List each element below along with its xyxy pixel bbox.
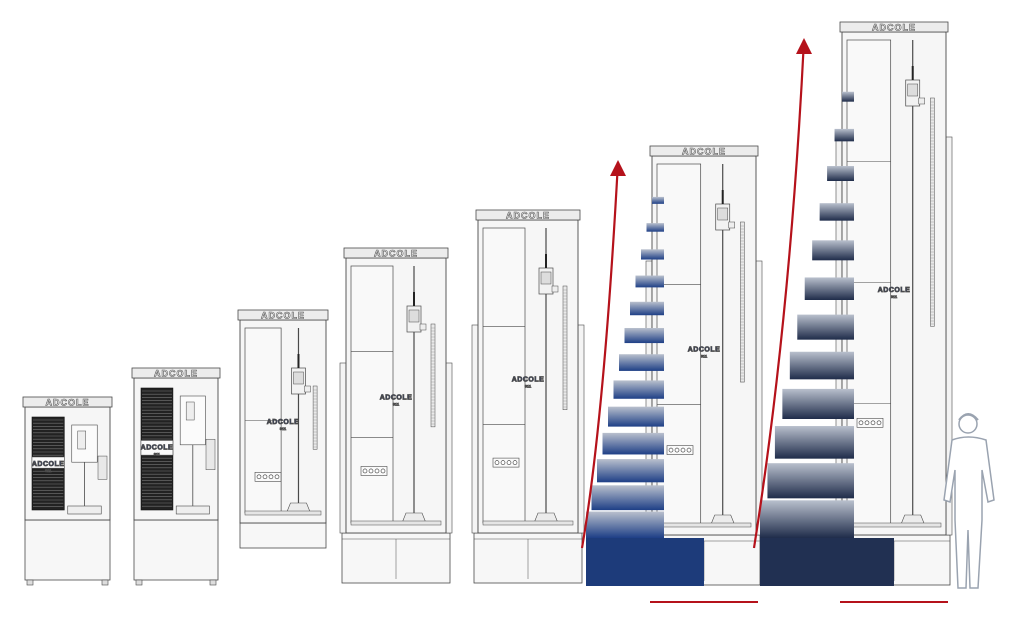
top-brand-label: ADCOLE xyxy=(374,249,418,259)
top-cap xyxy=(237,309,329,321)
step-bar xyxy=(819,203,854,221)
step-bar xyxy=(842,91,854,102)
top-cap xyxy=(22,396,113,408)
scale-strip xyxy=(430,323,436,428)
top-brand-label: ADCOLE xyxy=(46,398,90,408)
top-brand-label: ADCOLE xyxy=(872,23,916,33)
model-label: 911 xyxy=(280,426,287,431)
step-bar xyxy=(652,196,664,204)
brand-label: ADCOLE xyxy=(878,287,911,294)
model-label: 911 xyxy=(393,402,400,407)
step-bar xyxy=(586,511,664,538)
top-cap xyxy=(839,21,949,33)
step-stack-right xyxy=(760,91,894,586)
step-bar xyxy=(812,240,854,261)
brand-label: ADCOLE xyxy=(380,395,413,402)
step-bar xyxy=(767,463,854,499)
control-panel xyxy=(666,445,694,455)
step-bar xyxy=(760,500,854,538)
step-bar xyxy=(597,459,664,483)
top-brand-label: ADCOLE xyxy=(506,211,550,221)
scale-strip xyxy=(562,285,568,410)
step-bar xyxy=(789,351,854,380)
scale-strip xyxy=(930,97,935,327)
step-bar xyxy=(774,426,854,459)
control-panel xyxy=(360,466,388,476)
step-bar xyxy=(782,388,854,419)
step-bar xyxy=(619,354,664,371)
brand-label: ADCOLE xyxy=(141,444,174,451)
step-bar xyxy=(630,301,664,316)
control-panel xyxy=(254,471,282,482)
step-bar xyxy=(602,432,664,455)
top-cap xyxy=(131,367,221,379)
step-bar xyxy=(591,485,664,511)
door-panel xyxy=(482,227,526,524)
step-bar xyxy=(635,275,664,288)
step-base-block xyxy=(586,538,704,586)
brand-label: ADCOLE xyxy=(267,419,300,426)
model-label: 911 xyxy=(45,468,52,473)
step-base-block xyxy=(760,538,894,586)
scale-strip xyxy=(312,385,318,450)
top-brand-label: ADCOLE xyxy=(261,311,305,321)
model-label: 911 xyxy=(891,294,898,299)
step-bar xyxy=(797,314,854,340)
up-arrow-icon xyxy=(580,160,626,549)
base-cabinet xyxy=(239,522,327,549)
model-label: 911 xyxy=(701,354,708,359)
brand-label: ADCOLE xyxy=(512,376,545,383)
up-arrow-icon xyxy=(752,38,812,549)
brand-label: ADCOLE xyxy=(688,347,721,354)
door-panel xyxy=(656,163,702,526)
control-panel xyxy=(856,417,884,428)
step-bar xyxy=(646,223,664,232)
top-brand-label: ADCOLE xyxy=(682,147,726,157)
step-bar xyxy=(804,277,854,300)
step-bar xyxy=(608,406,664,427)
step-bar xyxy=(624,327,664,344)
step-bar xyxy=(641,249,664,260)
step-stack-left xyxy=(586,196,704,586)
step-bar xyxy=(834,128,854,142)
step-bar xyxy=(827,166,854,181)
top-brand-label: ADCOLE xyxy=(154,369,198,379)
control-panel xyxy=(492,457,520,468)
brand-label: ADCOLE xyxy=(32,461,65,468)
top-cap xyxy=(649,145,759,157)
base-cabinet xyxy=(133,519,219,581)
top-cap xyxy=(475,209,581,221)
base-cabinet xyxy=(24,519,111,581)
person-silhouette-icon xyxy=(943,413,995,589)
top-cap xyxy=(343,247,449,259)
model-label: 911 xyxy=(525,383,532,388)
model-label: 911 xyxy=(154,451,161,456)
step-bar xyxy=(613,380,664,399)
